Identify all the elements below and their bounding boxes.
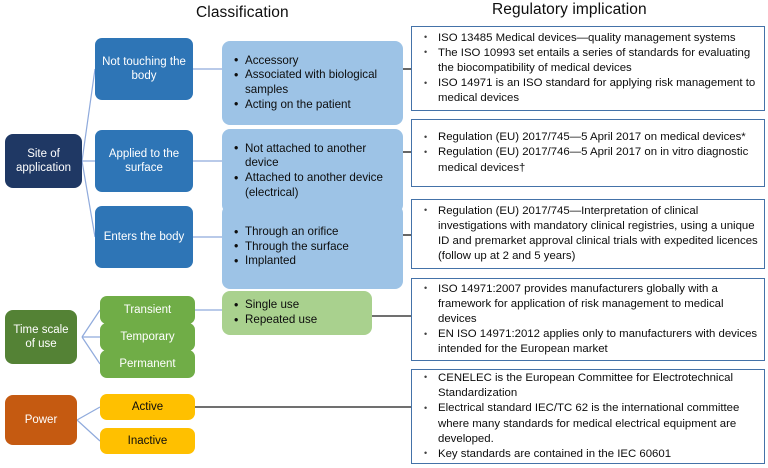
list-item: Repeated use: [234, 313, 362, 328]
branch-node-inactive[interactable]: Inactive: [100, 428, 195, 454]
root-node-power[interactable]: Power: [5, 395, 77, 445]
list-item: CENELEC is the European Committee for El…: [420, 370, 758, 401]
list-item: Regulation (EU) 2017/745—Interpretation …: [420, 203, 758, 265]
list-item: Through the surface: [234, 239, 393, 255]
list-item: Through an orifice: [234, 225, 393, 240]
bullet-list: Regulation (EU) 2017/745—Interpretation …: [420, 203, 758, 265]
list-item: EN ISO 14971:2012 applies only to manufa…: [420, 327, 758, 357]
list-item: ISO 13485 Medical devices—quality manage…: [420, 30, 758, 46]
list-item: Single use: [234, 298, 362, 313]
list-item: Key standards are contained in the IEC 6…: [420, 446, 758, 462]
branch-node-active[interactable]: Active: [100, 394, 195, 420]
regulatory-box-transient[interactable]: ISO 14971:2007 provides manufacturers gl…: [411, 278, 765, 361]
branch-node-applied-to-the-surface[interactable]: Applied to the surface: [95, 130, 193, 192]
bullet-list: Regulation (EU) 2017/745—5 April 2017 on…: [420, 130, 758, 176]
bullet-list: Single use Repeated use: [234, 298, 362, 327]
list-item: Implanted: [234, 254, 393, 269]
list-item: Electrical standard IEC/TC 62 is the int…: [420, 401, 758, 447]
list-item: Attached to another device (electrical): [234, 170, 393, 200]
regulatory-box-not-touching-the-body[interactable]: ISO 13485 Medical devices—quality manage…: [411, 26, 765, 111]
branch-node-temporary[interactable]: Temporary: [100, 323, 195, 351]
classification-box-applied-to-the-surface[interactable]: Not attached to another device Attached …: [222, 129, 403, 213]
branch-node-not-touching-the-body[interactable]: Not touching the body: [95, 38, 193, 100]
bullet-list: Accessory Associated with biological sam…: [234, 53, 393, 113]
branch-node-transient[interactable]: Transient: [100, 296, 195, 324]
list-item: The ISO 10993 set entails a series of st…: [420, 45, 758, 76]
column-header-regulatory-implication: Regulatory implication: [492, 1, 647, 18]
list-item: Not attached to another device: [234, 141, 393, 171]
list-item: ISO 14971:2007 provides manufacturers gl…: [420, 281, 758, 328]
column-header-classification: Classification: [196, 4, 289, 21]
branch-node-enters-the-body[interactable]: Enters the body: [95, 206, 193, 268]
root-node-time-scale-of-use[interactable]: Time scale of use: [5, 310, 77, 364]
list-item: Acting on the patient: [234, 97, 393, 113]
list-item: Regulation (EU) 2017/745—5 April 2017 on…: [420, 130, 758, 146]
list-item: ISO 14971 is an ISO standard for applyin…: [420, 76, 758, 106]
regulatory-box-applied-to-the-surface[interactable]: Regulation (EU) 2017/745—5 April 2017 on…: [411, 119, 765, 187]
classification-box-enters-the-body[interactable]: Through an orifice Through the surface I…: [222, 205, 403, 289]
bullet-list: CENELEC is the European Committee for El…: [420, 370, 758, 462]
branch-node-permanent[interactable]: Permanent: [100, 350, 195, 378]
list-item: Regulation (EU) 2017/746—5 April 2017 on…: [420, 145, 758, 175]
regulatory-box-active[interactable]: CENELEC is the European Committee for El…: [411, 369, 765, 464]
bullet-list: ISO 14971:2007 provides manufacturers gl…: [420, 281, 758, 358]
list-item: Accessory: [234, 53, 393, 69]
classification-box-transient[interactable]: Single use Repeated use: [222, 291, 372, 335]
list-item: Associated with biological samples: [234, 68, 393, 97]
regulatory-box-enters-the-body[interactable]: Regulation (EU) 2017/745—Interpretation …: [411, 199, 765, 269]
root-node-site-of-application[interactable]: Site of application: [5, 134, 82, 188]
bullet-list: ISO 13485 Medical devices—quality manage…: [420, 30, 758, 107]
bullet-list: Not attached to another device Attached …: [234, 141, 393, 200]
classification-box-not-touching-the-body[interactable]: Accessory Associated with biological sam…: [222, 41, 403, 125]
bullet-list: Through an orifice Through the surface I…: [234, 225, 393, 269]
